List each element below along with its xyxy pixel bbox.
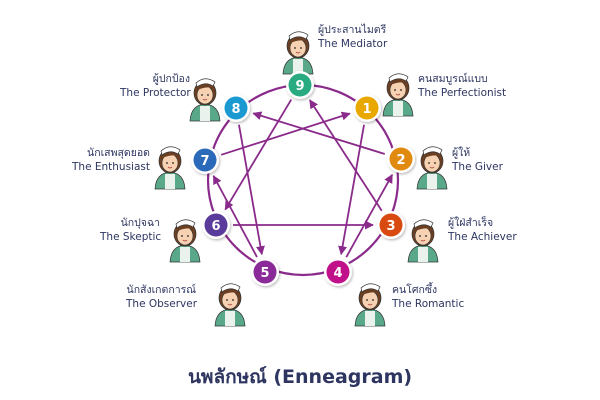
type-node-9[interactable]: 9	[286, 71, 314, 99]
type-label-2: ผู้ให้ The Giver	[452, 146, 503, 174]
arrow-9-to-6	[224, 99, 293, 211]
type-label-8: ผู้ปกป้อง The Protector	[120, 72, 191, 100]
type-thai-name: นักสังเกตการณ์	[126, 284, 196, 296]
type-number: 3	[386, 219, 395, 234]
page-title: นพลักษณ์ (Enneagram)	[187, 366, 413, 388]
type-number: 7	[200, 154, 209, 169]
type-node-1[interactable]: 1	[353, 94, 381, 122]
type-thai-name: ผู้ใฝ่สำเร็จ	[448, 217, 494, 229]
arrow-3-to-9	[309, 99, 383, 212]
type-thai-name: ผู้ประสานไมตรี	[318, 24, 387, 36]
type-node-6[interactable]: 6	[202, 211, 230, 239]
type-english-name: The Enthusiast	[72, 161, 150, 173]
type-number: 6	[211, 219, 220, 234]
type-english-name: The Observer	[126, 298, 198, 310]
arrow-4-to-2	[345, 173, 394, 258]
type-thai-name: ผู้ปกป้อง	[152, 73, 190, 85]
type-label-3: ผู้ใฝ่สำเร็จ The Achiever	[448, 216, 517, 244]
arrow-2-to-8	[252, 111, 386, 155]
type-label-6: นักปุจฉา The Skeptic	[100, 216, 162, 244]
arrow-7-to-1	[220, 111, 351, 156]
type-node-5[interactable]: 5	[251, 258, 279, 286]
type-number: 4	[333, 266, 342, 281]
arrow-5-to-7	[212, 175, 258, 258]
type-thai-name: คนโศกซึ้ง	[392, 284, 438, 296]
type-node-4[interactable]: 4	[324, 258, 352, 286]
nurse-illustration-icon	[354, 283, 386, 327]
type-label-9: ผู้ประสานไมตรี The Mediator	[318, 23, 387, 51]
type-english-name: The Giver	[452, 161, 503, 173]
type-thai-name: นักเสพสุดยอด	[87, 147, 150, 159]
type-label-1: คนสมบูรณ์แบบ The Perfectionist	[418, 72, 506, 100]
nurse-illustration-icon	[189, 78, 221, 122]
type-label-7: นักเสพสุดยอด The Enthusiast	[70, 146, 150, 174]
type-node-3[interactable]: 3	[377, 211, 405, 239]
nurse-illustration-icon	[416, 146, 448, 190]
arrow-8-to-5	[238, 124, 265, 256]
nurse-illustration-icon	[154, 146, 186, 190]
type-english-name: The Achiever	[448, 231, 517, 243]
type-label-4: คนโศกซึ้ง The Romantic	[392, 283, 464, 311]
type-node-2[interactable]: 2	[387, 145, 415, 173]
type-english-name: The Mediator	[318, 38, 388, 50]
type-thai-name: นักปุจฉา	[120, 217, 160, 229]
type-english-name: The Romantic	[392, 298, 465, 310]
nurse-illustration-icon	[214, 283, 246, 327]
type-number: 2	[396, 153, 405, 168]
type-label-5: นักสังเกตการณ์ The Observer	[126, 283, 198, 311]
type-number: 1	[362, 102, 371, 117]
nurse-illustration-icon	[282, 31, 314, 75]
type-number: 9	[295, 79, 304, 94]
nurse-illustration-icon	[382, 73, 414, 117]
type-node-7[interactable]: 7	[191, 146, 219, 174]
type-thai-name: คนสมบูรณ์แบบ	[418, 73, 488, 85]
type-thai-name: ผู้ให้	[452, 147, 471, 159]
type-node-8[interactable]: 8	[222, 94, 250, 122]
nurse-illustration-icon	[407, 219, 439, 263]
type-number: 8	[231, 102, 240, 117]
type-english-name: The Protector	[120, 87, 191, 99]
type-english-name: The Skeptic	[100, 231, 162, 243]
nurse-illustration-icon	[169, 219, 201, 263]
type-english-name: The Perfectionist	[418, 87, 507, 99]
type-number: 5	[260, 266, 269, 281]
